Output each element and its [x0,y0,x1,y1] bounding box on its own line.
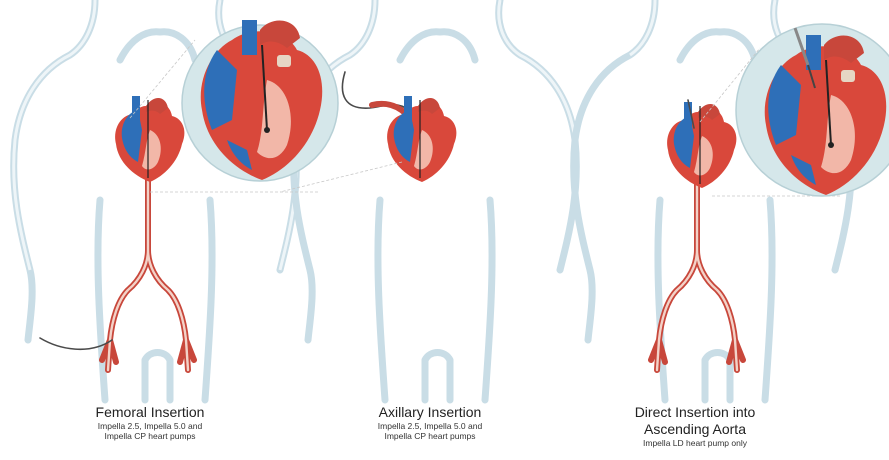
heart-1 [115,96,184,182]
caption-title: Axillary Insertion [350,404,510,421]
caption-title-line: Ascending Aorta [605,421,785,438]
caption-title: Femoral Insertion [70,404,230,421]
body-outline-2 [294,0,577,400]
heart-3 [667,102,736,188]
caption-subtitle: Impella LD heart pump only [605,438,785,448]
magnifier-3 [736,24,889,196]
caption-axillary: Axillary Insertion Impella 2.5, Impella … [350,404,510,441]
caption-subtitle-line: Impella CP heart pumps [350,431,510,441]
direct-artery-tree [651,180,743,370]
caption-title-line: Direct Insertion into [605,404,785,421]
caption-direct: Direct Insertion into Ascending Aorta Im… [605,404,785,448]
caption-subtitle-line: Impella 2.5, Impella 5.0 and [70,421,230,431]
femoral-artery-tree [102,175,194,370]
caption-femoral: Femoral Insertion Impella 2.5, Impella 5… [70,404,230,441]
caption-subtitle-line: Impella CP heart pumps [70,431,230,441]
caption-subtitle-line: Impella 2.5, Impella 5.0 and [350,421,510,431]
magnifier-1 [182,20,338,181]
